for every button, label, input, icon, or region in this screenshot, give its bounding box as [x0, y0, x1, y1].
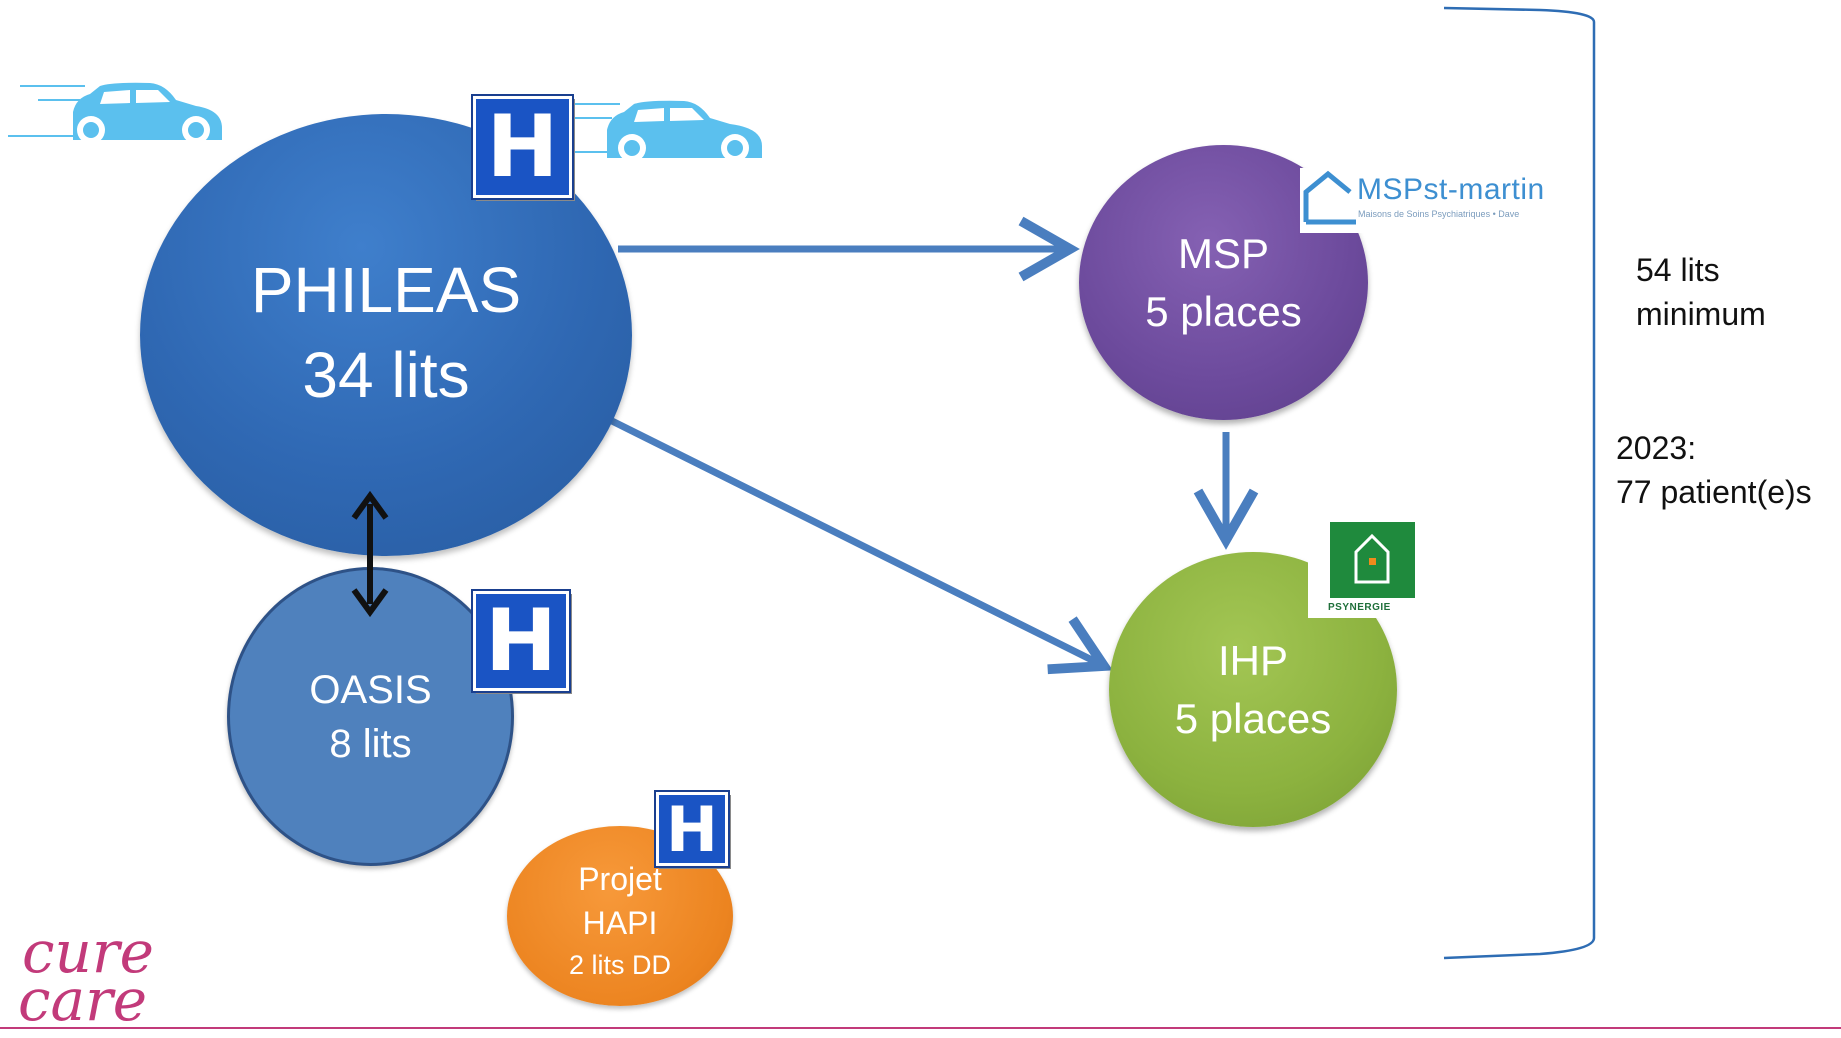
beds-summary: 54 lits minimum: [1636, 248, 1766, 336]
msp-logo-name: MSPst-martin: [1357, 173, 1545, 206]
footer-divider: [0, 1027, 1841, 1029]
hospital-letter: H: [666, 792, 718, 866]
phileas-node: PHILEAS 34 lits: [140, 114, 632, 556]
brand-line2: care: [18, 966, 147, 1034]
house-icon: [1354, 533, 1390, 584]
brand-line1: cure: [22, 918, 154, 986]
patients-summary: 2023: 77 patient(e)s: [1616, 426, 1812, 514]
psynergie-badge: [1330, 522, 1415, 598]
msp-name: MSP: [1177, 229, 1269, 277]
hapi-line1: Projet: [578, 861, 662, 897]
hospital-icon: H: [654, 790, 730, 868]
curecare-logo: cure care: [18, 918, 154, 1034]
hospital-letter: H: [486, 97, 559, 197]
ihp-name: IHP: [1217, 636, 1288, 684]
oasis-node: OASIS 8 lits: [227, 567, 514, 866]
oasis-capacity: 8 lits: [329, 721, 412, 766]
hospital-icon: H: [471, 589, 571, 693]
hospital-icon: H: [471, 94, 574, 200]
psynergie-logo: PSYNERGIE: [1308, 514, 1421, 618]
car-icon: [8, 82, 222, 144]
house-icon: [1303, 170, 1356, 225]
grouping-bracket: [1443, 6, 1596, 960]
psynergie-wordmark: PSYNERGIE: [1328, 602, 1391, 613]
msp-logo-subtitle: Maisons de Soins Psychiatriques • Dave: [1358, 209, 1520, 219]
beds-count: 54 lits: [1636, 252, 1720, 288]
oasis-name: OASIS: [309, 667, 432, 712]
phileas-capacity: 34 lits: [302, 339, 470, 411]
patients-year: 2023:: [1616, 430, 1697, 466]
car-icon: [560, 100, 762, 162]
msp-st-martin-logo: MSPst-martin Maisons de Soins Psychiatri…: [1300, 168, 1555, 233]
beds-qualifier: minimum: [1636, 296, 1766, 332]
arrow-phileas-to-ihp: [608, 416, 1113, 675]
ihp-capacity: 5 places: [1174, 694, 1332, 742]
msp-capacity: 5 places: [1145, 287, 1302, 335]
patients-count: 77 patient(e)s: [1616, 474, 1812, 510]
phileas-name: PHILEAS: [250, 254, 522, 326]
hospital-letter: H: [485, 591, 557, 691]
hapi-line2: HAPI: [582, 905, 658, 941]
hapi-line3: 2 lits DD: [568, 950, 671, 980]
